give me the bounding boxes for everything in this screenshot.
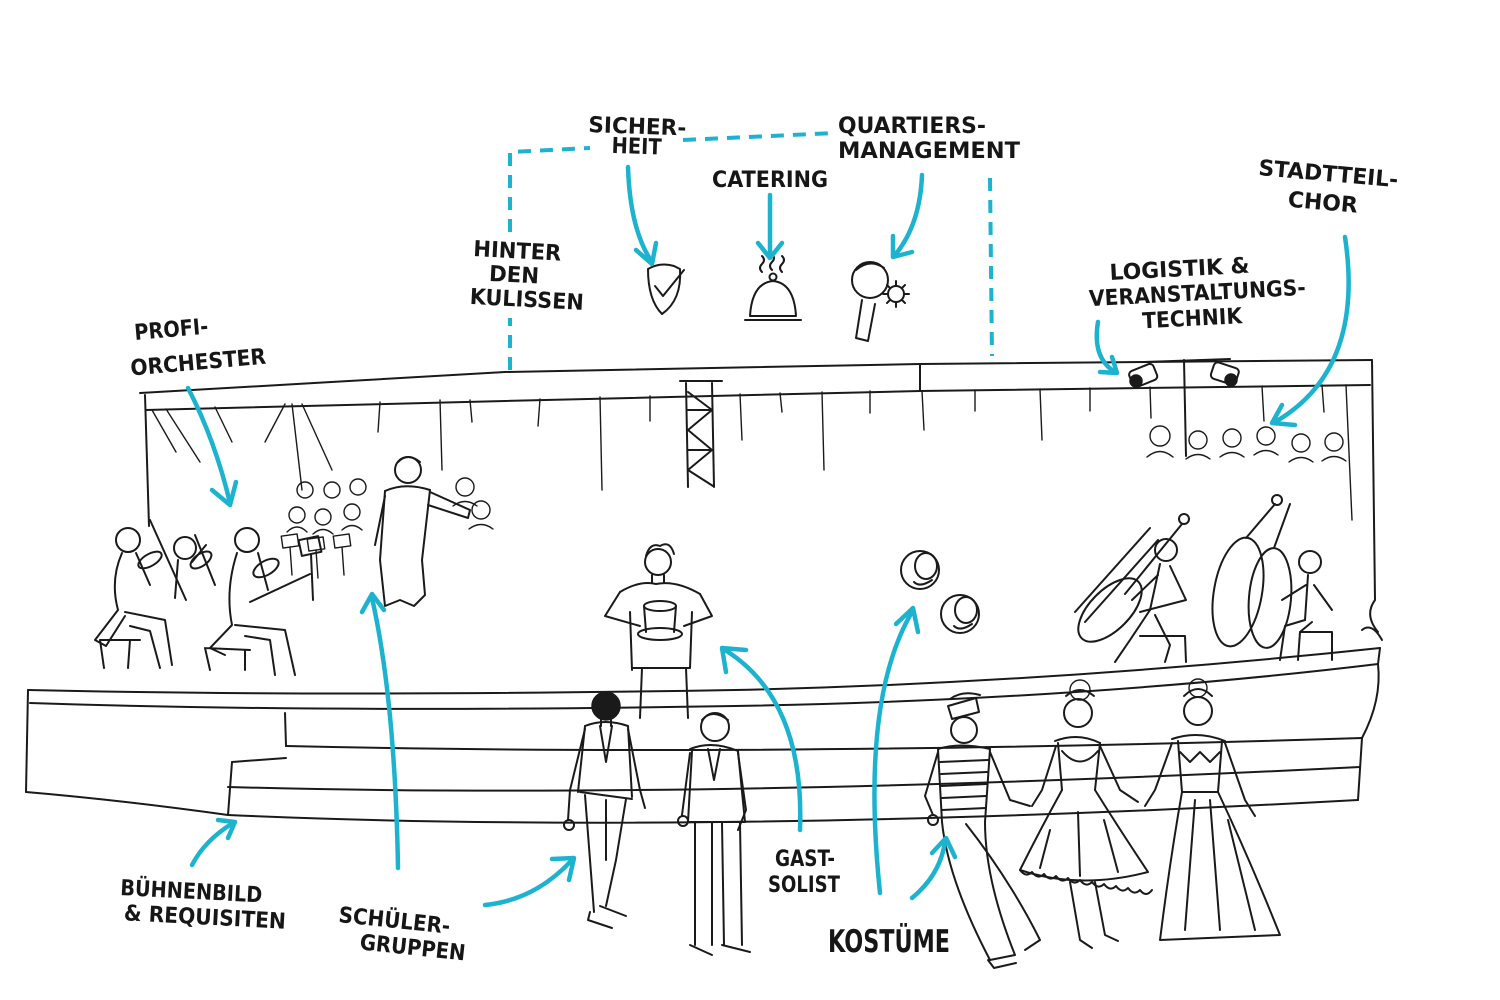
label-logistik: LOGISTIK & VERANSTALTUNGS- TECHNIK	[1088, 254, 1306, 335]
label-line: GAST-	[775, 847, 835, 872]
label-line: ORCHESTER	[129, 345, 267, 382]
label-line: HEIT	[611, 134, 662, 161]
children-singers	[452, 477, 494, 530]
label-sicherheit: SICHER- HEIT	[588, 113, 687, 161]
label-line: SICHER-	[588, 113, 687, 141]
guest-soloist	[604, 543, 713, 719]
label-hinter-den-kulissen: HINTER DEN KULISSEN	[469, 237, 584, 316]
label-line: & REQUISITEN	[123, 901, 286, 934]
performer-sailor	[924, 692, 1041, 969]
choir	[1146, 425, 1347, 463]
performer-dress	[1019, 679, 1153, 949]
arrow-kostueme-hats	[872, 605, 921, 896]
violinist	[94, 519, 187, 669]
label-stadtteil-chor: STADTTEIL- CHOR	[1257, 156, 1399, 219]
arrow-quartiersmanagement	[890, 172, 925, 260]
arrow-buehnenbild	[189, 817, 238, 868]
curtain-pleats	[151, 384, 1353, 521]
label-line: QUARTIERS-	[838, 114, 986, 139]
orchestra-back-row	[280, 478, 367, 579]
label-gast-solist: GAST- SOLIST	[768, 847, 840, 898]
truss	[679, 380, 723, 488]
arrow-schuelergruppen-conductor	[359, 591, 401, 871]
arrow-profi-orchester	[185, 385, 239, 508]
cloche-icon	[744, 253, 802, 321]
label-schuelergruppen: SCHÜLER- GRUPPEN	[337, 902, 467, 966]
arrow-logistik	[1094, 319, 1120, 376]
label-line: KULISSEN	[469, 285, 584, 316]
arrow-kostueme-sailor	[909, 835, 958, 901]
floating-hat	[940, 594, 980, 634]
violinist	[204, 527, 323, 676]
label-profi-orchester: PROFI- ORCHESTER	[129, 315, 267, 382]
label-line: TECHNIK	[1142, 304, 1244, 334]
shield-check-icon	[647, 263, 685, 315]
conductor	[374, 456, 471, 607]
performer-boy	[677, 712, 751, 956]
label-quartiersmanagement: QUARTIERS- MANAGEMENT	[838, 114, 1020, 164]
label-line: GRUPPEN	[359, 930, 467, 966]
label-line: MANAGEMENT	[838, 139, 1020, 164]
performer-suit	[563, 691, 646, 929]
violinist	[173, 534, 216, 599]
arrow-sicherheit	[625, 164, 659, 267]
top-hat	[637, 600, 683, 641]
arrow-gast-solist	[719, 645, 803, 833]
label-line: PROFI-	[133, 315, 209, 346]
arrow-stadtteil-chor	[1269, 234, 1351, 428]
label-line: CHOR	[1287, 188, 1359, 219]
floating-hat	[900, 550, 940, 590]
head-gear-icon	[851, 261, 910, 342]
label-kostueme: KOSTÜME	[828, 923, 950, 960]
cellist	[1074, 513, 1190, 663]
label-line: STADTTEIL-	[1257, 156, 1399, 193]
bassist	[1211, 494, 1333, 661]
label-line: HINTER	[473, 237, 562, 267]
backstage-bracket	[508, 131, 994, 370]
arrow-schuelergruppen-performer	[482, 855, 577, 908]
stage-platform	[25, 626, 1383, 816]
label-line: SOLIST	[768, 873, 840, 898]
arrow-catering	[755, 192, 785, 261]
label-line: DEN	[488, 262, 539, 290]
label-catering: CATERING	[712, 168, 828, 193]
label-buehnenbild: BÜHNENBILD & REQUISITEN	[120, 875, 287, 935]
stage-light-icon	[1128, 358, 1240, 457]
performer-gown	[1144, 678, 1281, 941]
